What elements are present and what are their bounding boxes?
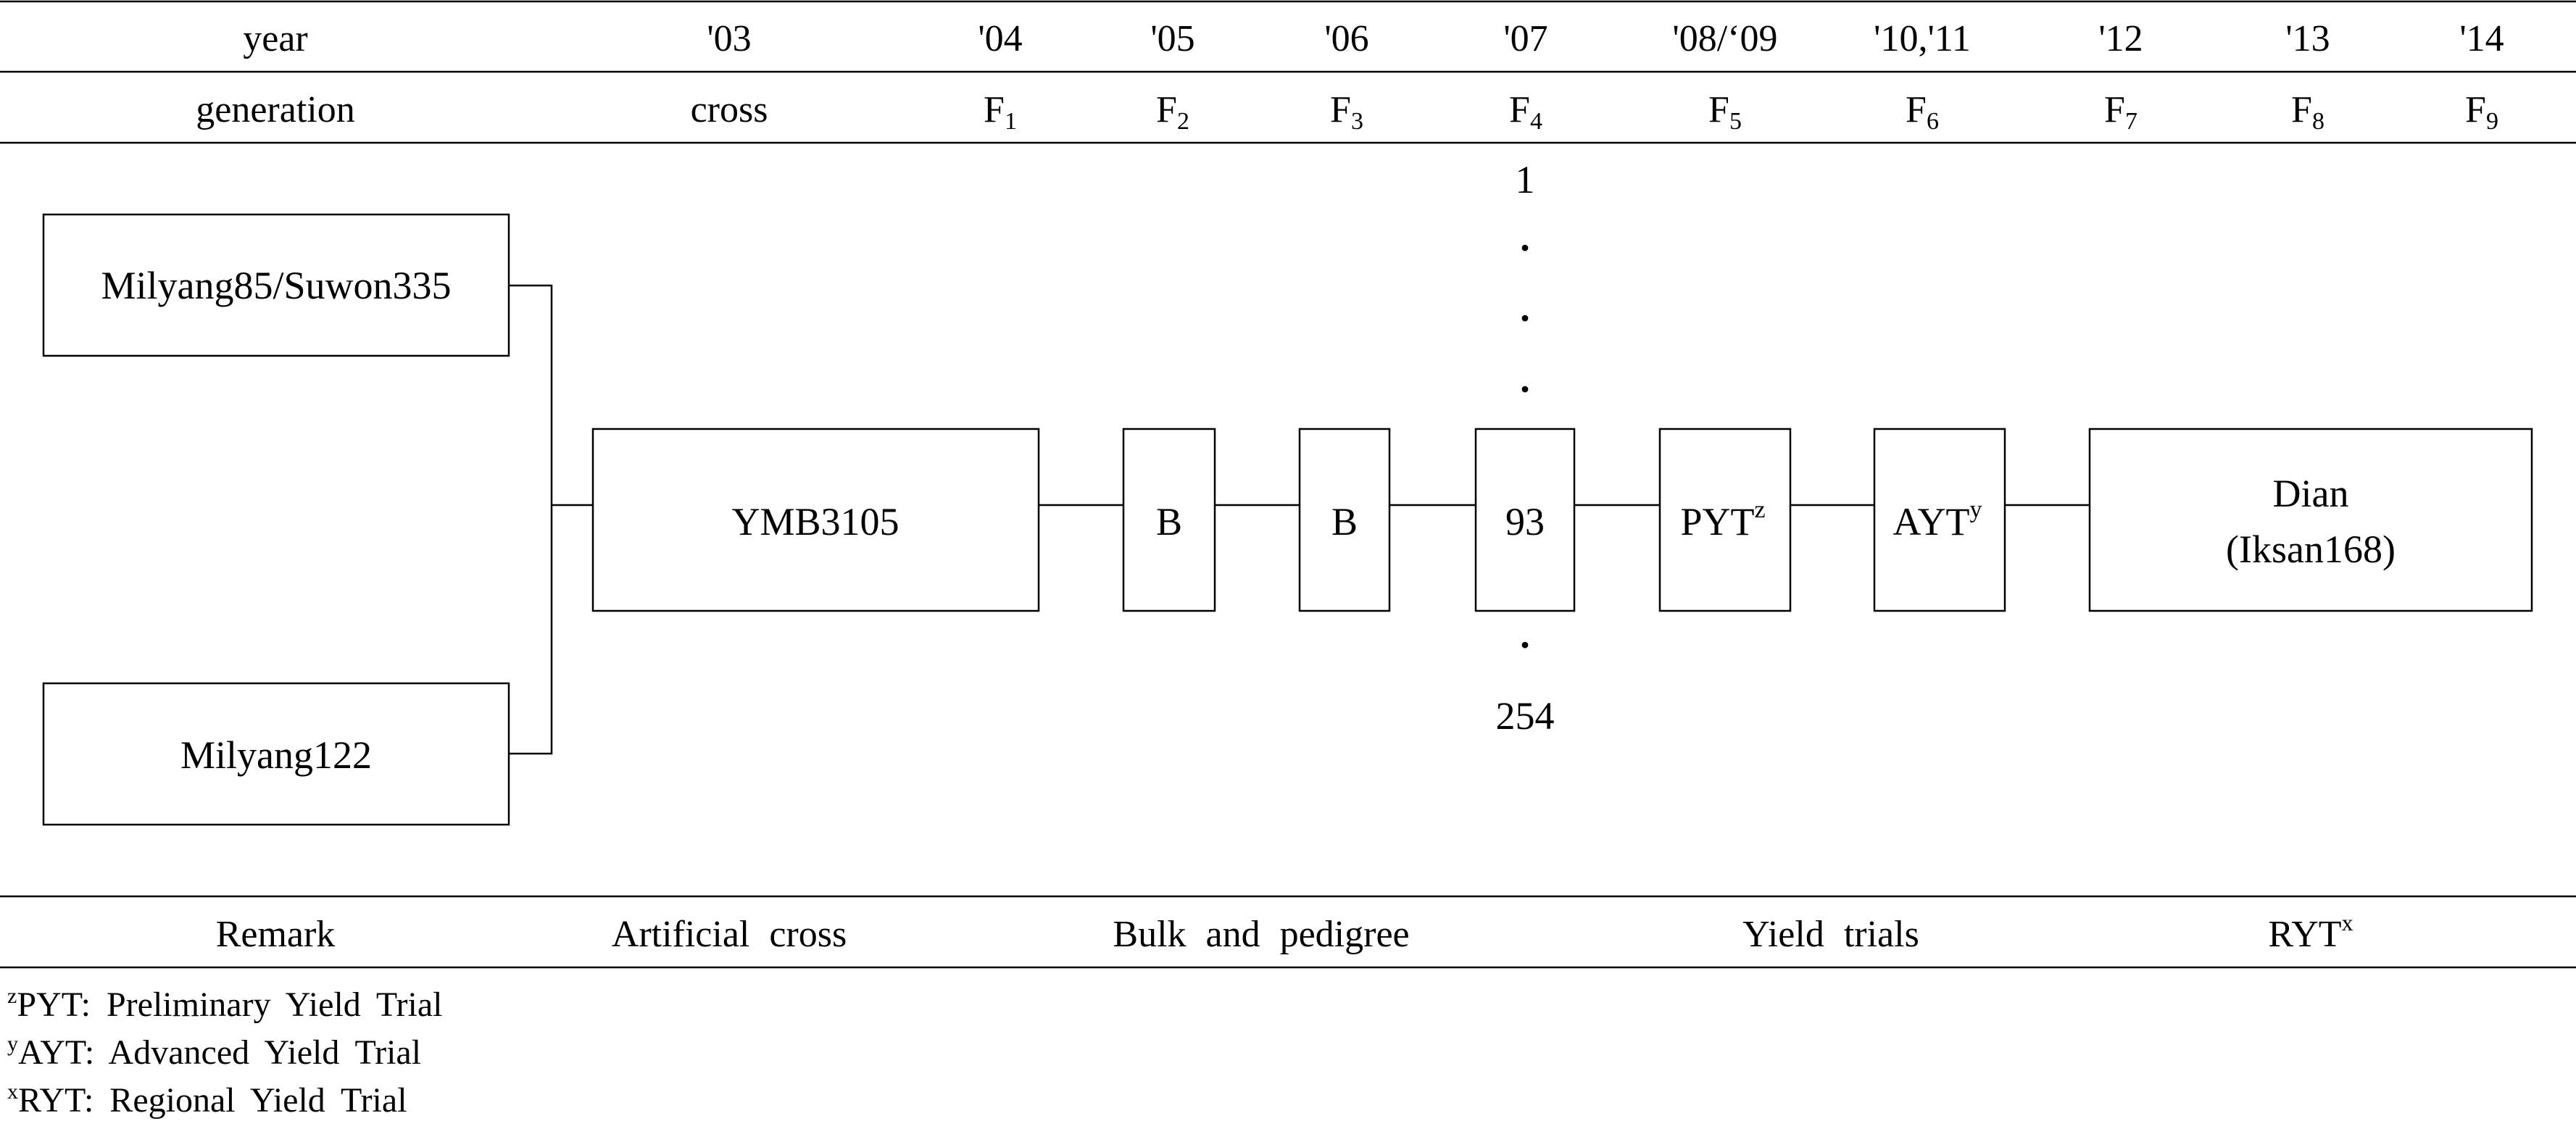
generation-f4: F4	[1509, 89, 1542, 135]
final-variety-name: Dian	[2273, 472, 2349, 515]
f4-dot-3: ·	[1518, 367, 1532, 411]
footnote-pyt: zPYT: Preliminary Yield Trial	[7, 984, 443, 1024]
year-05: '05	[1150, 18, 1194, 59]
generation-f2: F2	[1156, 89, 1189, 135]
pyt-box	[1658, 428, 1792, 612]
pyt-label: PYTz	[1680, 496, 1765, 543]
generation-f7: F7	[2104, 89, 2137, 135]
generation-f6: F6	[1906, 89, 1939, 135]
year-03: '03	[707, 18, 751, 59]
final-variety-code: (Iksan168)	[2226, 528, 2396, 571]
footnote-ryt: xRYT: Regional Yield Trial	[7, 1080, 407, 1120]
generation-f5: F5	[1708, 89, 1742, 135]
generation-cross: cross	[691, 89, 768, 130]
year-06: '06	[1324, 18, 1368, 59]
footnote-ayt: yAYT: Advanced Yield Trial	[7, 1032, 421, 1072]
f4-dot-4: ·	[1518, 623, 1532, 667]
f3-box	[1298, 428, 1391, 612]
remark-bulk-pedigree: Bulk and pedigree	[1113, 914, 1409, 955]
parent-box-bottom	[42, 682, 510, 826]
parent-box-top	[42, 213, 510, 357]
generation-f1: F1	[984, 89, 1017, 135]
f2-label: B	[1156, 500, 1182, 543]
remark-ryt: RYTx	[2268, 909, 2353, 955]
generation-label: generation	[196, 89, 354, 130]
generation-f8: F8	[2291, 89, 2324, 135]
f4-lines-last: 254	[1496, 694, 1555, 738]
year-04: '04	[978, 18, 1022, 59]
remark-artificial-cross: Artificial cross	[612, 914, 847, 955]
ayt-label: AYTy	[1892, 496, 1982, 543]
parent-top-label: Milyang85/Suwon335	[101, 264, 451, 307]
cross-bracket-connector	[509, 284, 553, 755]
remark-label: Remark	[216, 914, 336, 955]
year-14: '14	[2459, 18, 2504, 59]
remark-yield-trials: Yield trials	[1742, 914, 1919, 955]
year-10-11: '10,'11	[1874, 18, 1971, 59]
year-label: year	[243, 18, 307, 59]
f3-label: B	[1331, 500, 1358, 543]
ayt-box	[1873, 428, 2006, 612]
year-07: '07	[1503, 18, 1547, 59]
final-variety-box	[2088, 428, 2533, 612]
year-12: '12	[2098, 18, 2143, 59]
f4-dot-2: ·	[1518, 296, 1532, 340]
f4-lines-first: 1	[1516, 158, 1535, 201]
cross-box	[591, 428, 1040, 612]
f2-box	[1122, 428, 1216, 612]
year-13: '13	[2285, 18, 2330, 59]
f4-box	[1474, 428, 1576, 612]
f4-dot-1: ·	[1518, 226, 1532, 270]
f4-label: 93	[1505, 500, 1545, 543]
generation-f3: F3	[1330, 89, 1363, 135]
cross-label: YMB3105	[731, 500, 899, 543]
generation-f9: F9	[2465, 89, 2498, 135]
parent-bottom-label: Milyang122	[180, 733, 372, 777]
year-08-09: '08/‘09	[1672, 18, 1777, 59]
